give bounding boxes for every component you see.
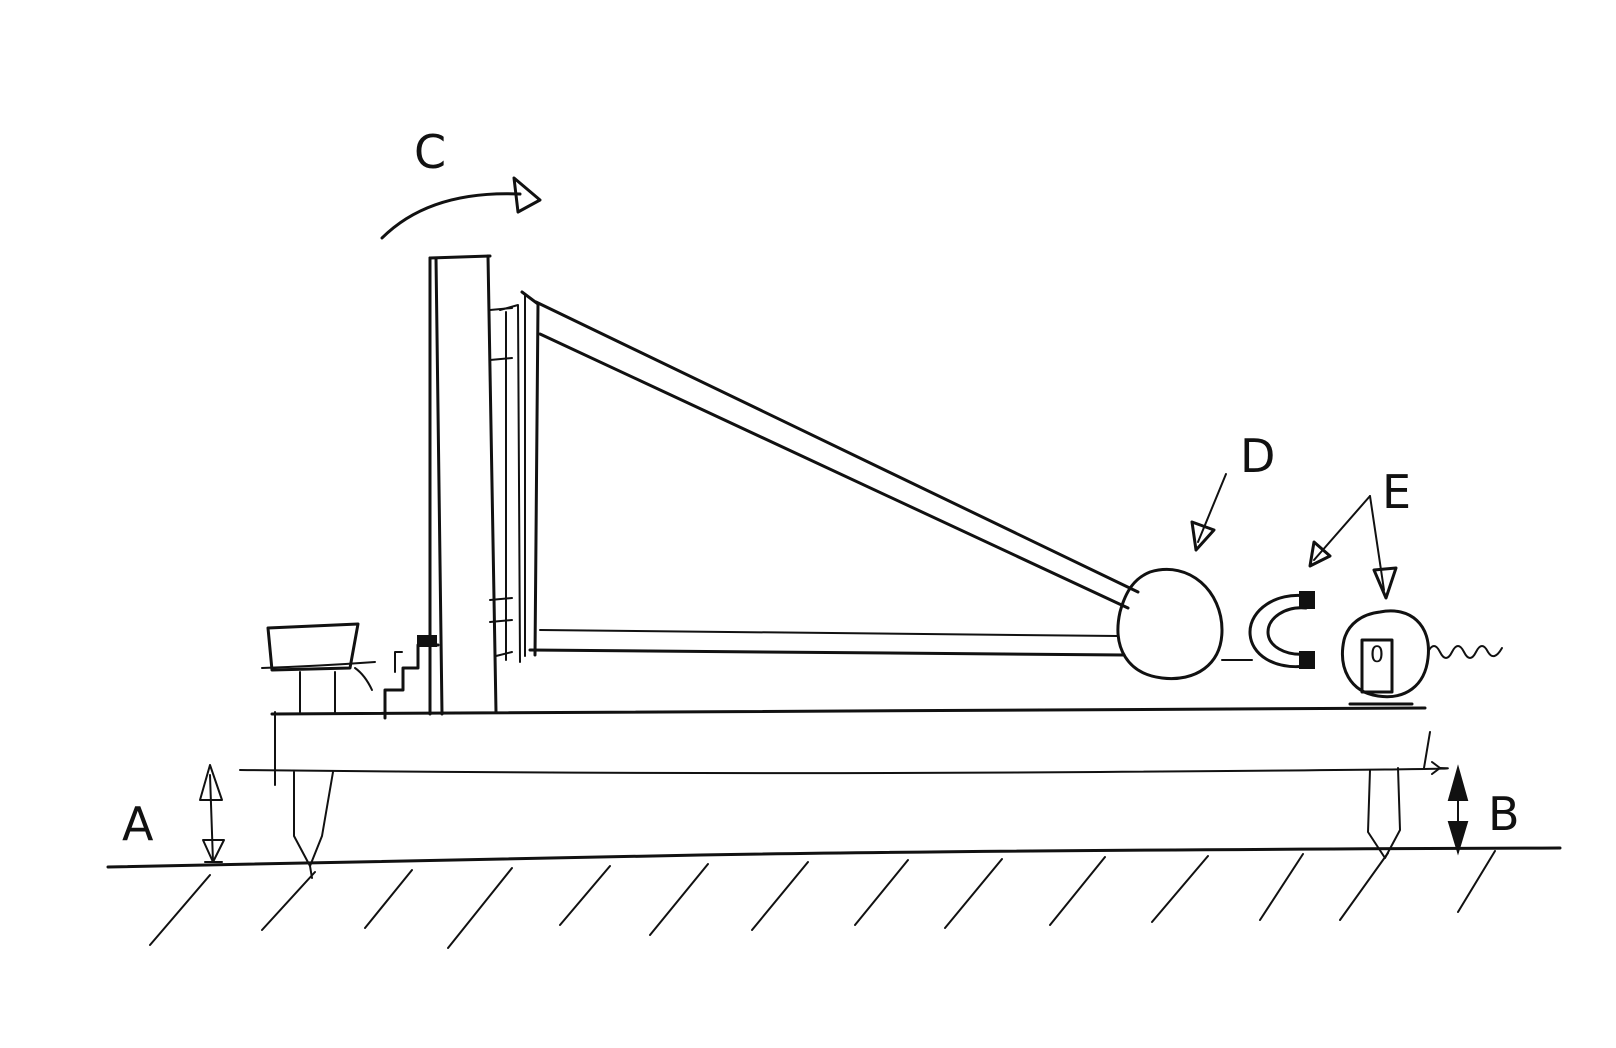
- ground: [106, 846, 1562, 949]
- height-arrow-a: [199, 764, 225, 863]
- coil-sensor: [1341, 609, 1503, 706]
- label-b: B: [1488, 787, 1520, 841]
- ball-d: [1116, 567, 1224, 681]
- left-leg: [293, 771, 334, 879]
- hinged-frame: [499, 290, 540, 663]
- base-plate: [239, 706, 1449, 786]
- crank-mechanism: [383, 635, 440, 720]
- right-leg: [1367, 767, 1401, 859]
- pendulum-arm: [528, 300, 1140, 657]
- rotation-arrow-c: [380, 176, 542, 240]
- height-arrow-b: [1447, 764, 1469, 856]
- sensor-mark: 0: [1370, 643, 1384, 668]
- pointer-arrow-d: [1190, 473, 1227, 552]
- label-e: E: [1382, 465, 1411, 519]
- label-c: C: [414, 125, 446, 179]
- label-a: A: [122, 797, 154, 851]
- horseshoe-magnet: [1221, 591, 1315, 669]
- mast: [428, 254, 513, 716]
- label-d: D: [1240, 429, 1275, 483]
- pointer-arrows-e: [1308, 495, 1398, 600]
- left-box-stand: [261, 622, 376, 713]
